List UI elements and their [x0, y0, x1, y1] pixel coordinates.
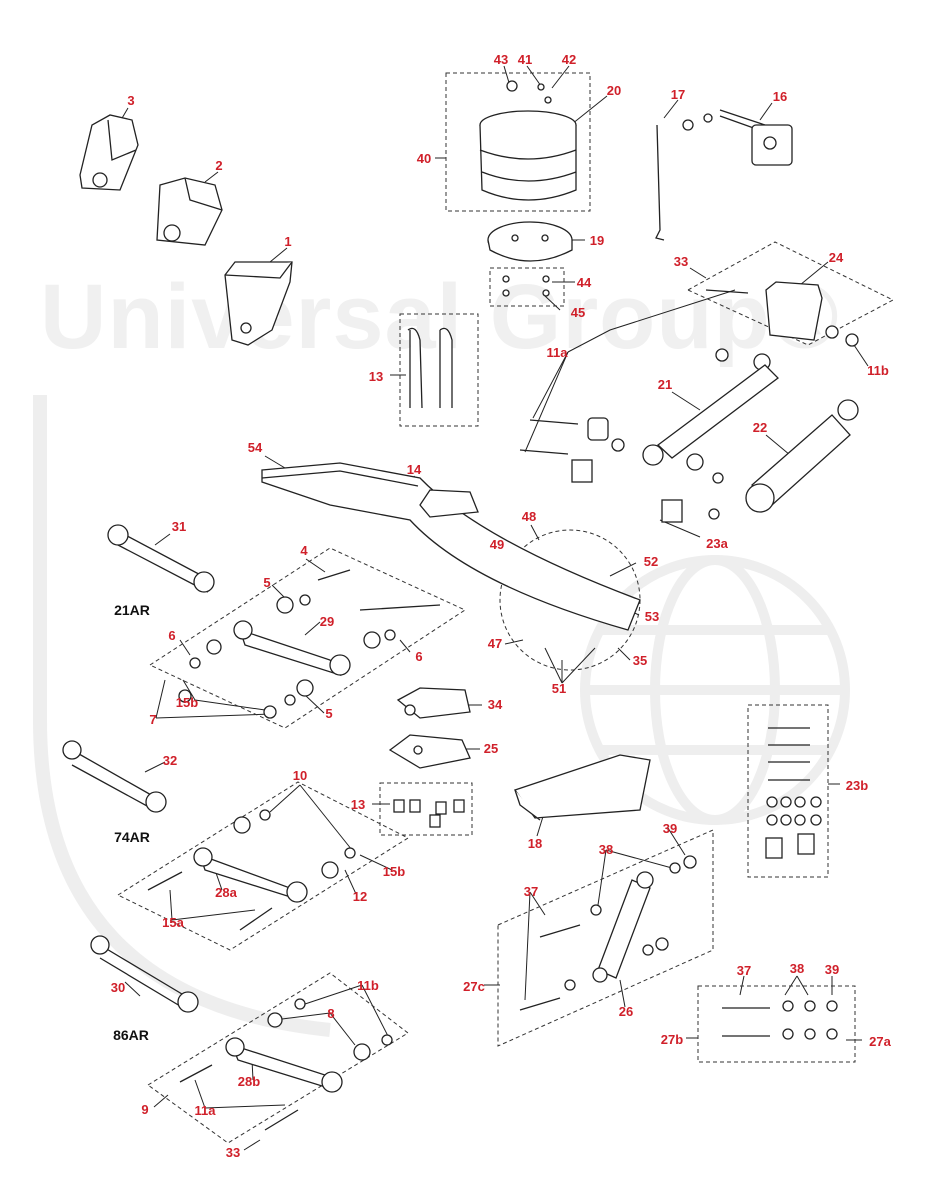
callout-4: 4 — [300, 543, 308, 558]
callout-25: 25 — [483, 741, 499, 756]
callout-14: 14 — [406, 462, 422, 477]
callout-44: 44 — [576, 275, 592, 290]
callout-15a: 15a — [162, 915, 184, 930]
callout-33-top: 33 — [673, 254, 689, 269]
callout-15b-upper: 15b — [175, 695, 199, 710]
callout-45: 45 — [570, 305, 586, 320]
callout-32: 32 — [162, 753, 178, 768]
callout-5-lower: 5 — [325, 706, 333, 721]
callout-37-upper: 37 — [523, 884, 539, 899]
watermark-text: Universal Group® — [40, 266, 840, 368]
callout-11b-top: 11b — [867, 363, 889, 378]
parts — [62, 80, 859, 1131]
callout-17: 17 — [670, 87, 686, 102]
callout-34: 34 — [487, 697, 503, 712]
callout-6-left: 6 — [168, 628, 176, 643]
callout-23b: 23b — [845, 778, 869, 793]
callout-43: 43 — [493, 52, 509, 67]
callout-22: 22 — [752, 420, 768, 435]
callout-26: 26 — [618, 1004, 634, 1019]
callout-39-lower: 39 — [824, 962, 840, 977]
callout-16: 16 — [772, 89, 788, 104]
callout-9: 9 — [141, 1102, 149, 1117]
callout-19: 19 — [589, 233, 605, 248]
callout-39-upper: 39 — [662, 821, 678, 836]
callout-30: 30 — [110, 980, 126, 995]
model-label-86AR: 86AR — [113, 1027, 149, 1043]
callout-33-lower: 33 — [225, 1145, 241, 1160]
callout-18: 18 — [527, 836, 543, 851]
callout-10: 10 — [292, 768, 308, 783]
callout-53: 53 — [644, 609, 660, 624]
callout-37-lower: 37 — [736, 963, 752, 978]
callout-40: 40 — [416, 151, 432, 166]
leader-lines — [117, 65, 869, 1151]
callout-11a-lower: 11a — [194, 1103, 216, 1118]
callout-27b: 27b — [660, 1032, 684, 1047]
callout-31: 31 — [171, 519, 187, 534]
callout-7: 7 — [149, 712, 157, 727]
callout-28a: 28a — [215, 885, 237, 900]
callout-8: 8 — [327, 1006, 335, 1021]
globe-watermark — [33, 395, 850, 1037]
callout-27a: 27a — [869, 1034, 891, 1049]
callout-3: 3 — [127, 93, 135, 108]
callout-52: 52 — [643, 554, 659, 569]
callout-11a-top: 11a — [546, 345, 568, 360]
callout-51: 51 — [551, 681, 567, 696]
callout-20: 20 — [606, 83, 622, 98]
callout-35: 35 — [632, 653, 648, 668]
callout-27c: 27c — [463, 979, 485, 994]
callout-54: 54 — [247, 440, 263, 455]
callout-1: 1 — [284, 234, 292, 249]
callout-38-upper: 38 — [598, 842, 614, 857]
callout-13-top: 13 — [368, 369, 384, 384]
callout-48: 48 — [521, 509, 537, 524]
callout-21: 21 — [657, 377, 673, 392]
callout-42: 42 — [561, 52, 577, 67]
callout-5-upper: 5 — [263, 575, 271, 590]
callout-49: 49 — [489, 537, 505, 552]
callout-6-right: 6 — [415, 649, 423, 664]
callout-23a: 23a — [706, 536, 728, 551]
callout-47: 47 — [487, 636, 503, 651]
callout-13-lower: 13 — [350, 797, 366, 812]
callout-41: 41 — [517, 52, 533, 67]
callout-28b: 28b — [237, 1074, 261, 1089]
callout-12: 12 — [352, 889, 368, 904]
callout-11b-lower: 11b — [357, 978, 379, 993]
callout-29: 29 — [319, 614, 335, 629]
model-label-74AR: 74AR — [114, 829, 150, 845]
model-label-21AR: 21AR — [114, 602, 150, 618]
callout-24: 24 — [828, 250, 844, 265]
callout-2: 2 — [215, 158, 223, 173]
callout-38-lower: 38 — [789, 961, 805, 976]
callout-15b-lower: 15b — [382, 864, 406, 879]
